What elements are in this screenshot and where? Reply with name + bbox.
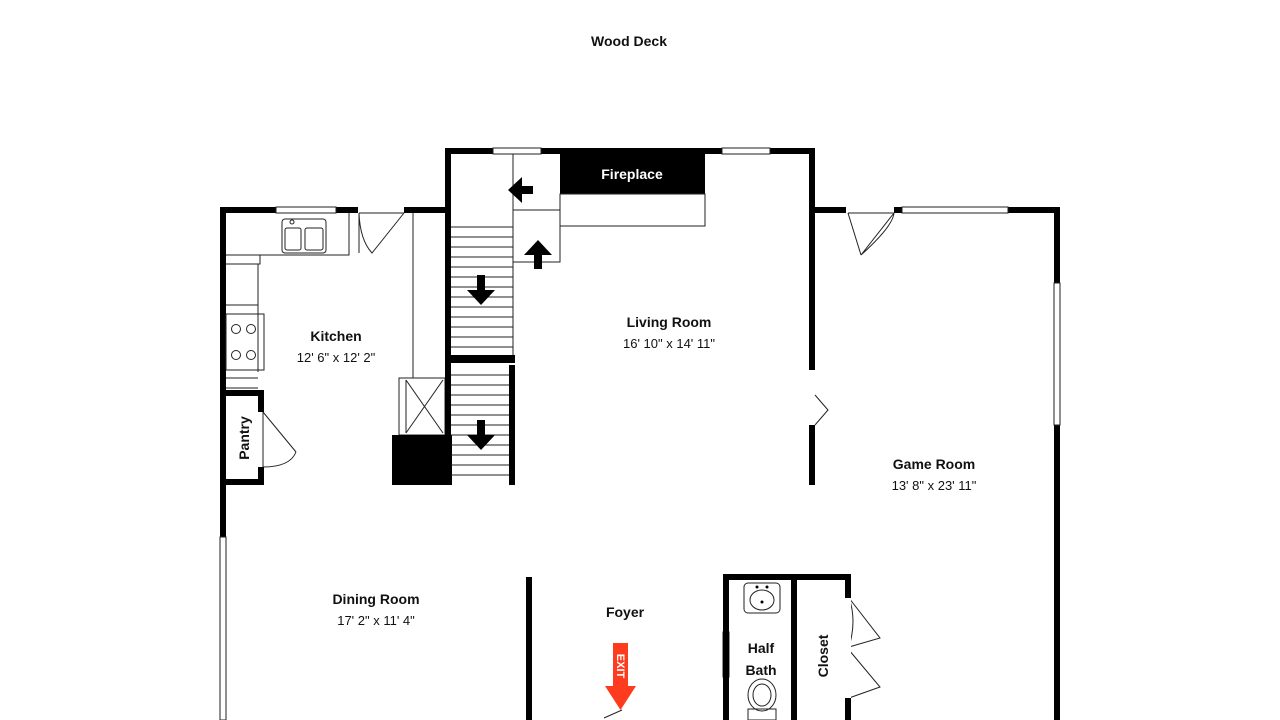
- bathroom-sink-icon: [743, 582, 781, 614]
- fireplace: Fireplace: [559, 154, 706, 227]
- kitchen-dims: 12' 6" x 12' 2": [297, 350, 376, 365]
- living-room-dims: 16' 10" x 14' 11": [623, 336, 715, 351]
- exit-arrow-icon: EXIT: [605, 643, 636, 710]
- foyer-name: Foyer: [606, 604, 645, 620]
- half-bath-name-line2: Bath: [745, 662, 776, 678]
- pantry-name: Pantry: [236, 416, 252, 460]
- stair-arrow-up-icon: [524, 240, 552, 269]
- stair-arrow-left-icon: [508, 177, 533, 203]
- staircase: [445, 154, 561, 485]
- kitchen-name: Kitchen: [310, 328, 361, 344]
- pantry: [220, 390, 264, 485]
- game-room-name: Game Room: [893, 456, 975, 472]
- exit-label: EXIT: [614, 654, 626, 679]
- kitchen-counters: [225, 213, 350, 389]
- stair-arrow-down-icon: [467, 275, 495, 305]
- door-swings: [262, 212, 895, 719]
- toilet-icon: [747, 678, 777, 720]
- dining-room-name: Dining Room: [332, 591, 419, 607]
- sink-icon: [281, 218, 327, 254]
- windows: [219, 147, 1061, 720]
- stair-arrow-down-icon: [467, 420, 495, 450]
- wood-deck-label: Wood Deck: [591, 33, 667, 49]
- exterior-walls: [220, 148, 1060, 720]
- closet-name: Closet: [815, 634, 831, 677]
- game-room-dims: 13' 8" x 23' 11": [892, 478, 977, 493]
- half-bath-name-line1: Half: [748, 640, 775, 656]
- utility-cabinet: [392, 377, 452, 485]
- stove-icon: [231, 324, 256, 360]
- living-room-name: Living Room: [627, 314, 712, 330]
- dining-room-dims: 17' 2" x 11' 4": [337, 613, 415, 628]
- half-bath-closet-walls: [723, 574, 851, 720]
- fireplace-label: Fireplace: [601, 166, 663, 182]
